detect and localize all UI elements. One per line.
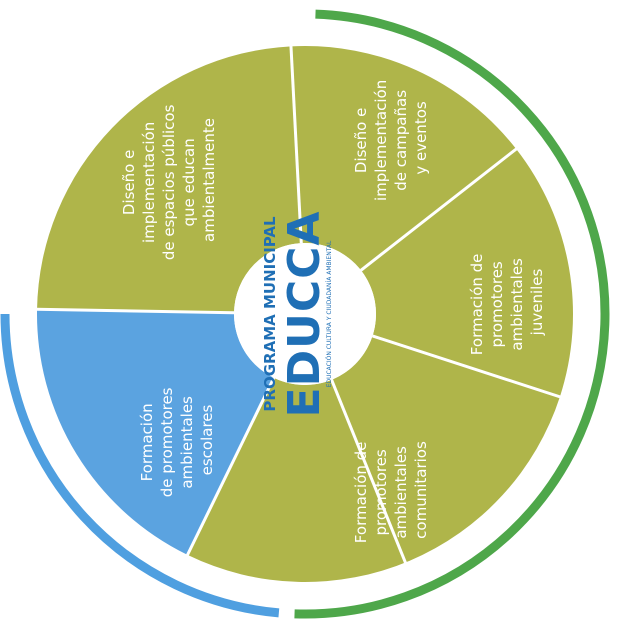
segment-espacios-publicos [37,46,302,313]
label-line: y eventos [412,101,430,175]
label-espacios-publicos: Diseño e implementación de espacios públ… [120,100,218,260]
segment-promotores-escolares [36,309,274,555]
label-line: de campañas [392,90,410,191]
label-line: ambientales [508,258,526,351]
divider-line [185,377,276,557]
divider-line [289,45,303,244]
divider-line [36,307,235,315]
label-line: de espacios públicos [160,104,178,260]
label-promotores-comunitarios: Formación de promotores ambientales comu… [352,437,430,543]
label-campanas-eventos: Diseño e implementación de campañas y ev… [352,75,430,201]
svg-text:Formación de promotore: Formación de promotores ambientales esco… [138,383,216,498]
outer-ring-green [294,9,610,619]
outer-ring-blue [0,313,280,618]
segment-campanas-eventos [290,46,517,271]
label-line: implementación [140,122,158,243]
svg-text:Formación de promotore: Formación de promotores ambientales comu… [352,437,430,543]
divider-line [360,147,518,272]
label-line: implementación [372,80,390,201]
logo-educca-wordmark: EDUCCA [279,211,330,418]
logo-program-label: PROGRAMA MUNICIPAL [261,216,279,412]
label-line: Formación de [352,442,370,544]
label-line: ambientales [392,446,410,539]
segment-dividers [36,45,562,564]
label-line: escolares [198,404,216,475]
svg-text:Diseño e implementació: Diseño e implementación de espacios públ… [120,100,218,260]
label-line: ambientales [178,396,196,489]
label-line: comunitarios [412,441,430,539]
svg-text:Diseño e implementació: Diseño e implementación de campañas y ev… [352,75,430,201]
label-promotores-escolares: Formación de promotores ambientales esco… [138,383,216,498]
label-line: Diseño e [352,108,370,173]
divider-line [372,334,562,399]
label-line: Diseño e [120,150,138,215]
label-line: Formación de [468,254,486,356]
svg-text:Formación de promotore: Formación de promotores ambientales juve… [468,249,546,355]
label-line: ambientalmente [200,118,218,242]
center-disc [234,243,376,385]
logo-tagline: EDUCACIÓN CULTURA Y CIUDADANÍA AMBIENTAL [326,240,333,387]
label-promotores-juveniles: Formación de promotores ambientales juve… [468,249,546,356]
label-line: que educan [180,138,198,226]
label-line: promotores [488,261,506,347]
label-line: juveniles [528,268,546,336]
wheel-segments [36,46,573,582]
label-line: Formación [138,403,156,481]
divider-line [330,379,408,564]
educca-logo: PROGRAMA MUNICIPAL EDUCCA EDUCACIÓN CULT… [261,211,333,418]
segment-promotores-comunitarios [187,335,560,582]
segment-promotores-juveniles [360,149,573,397]
label-line: de promotores [158,387,176,497]
label-line: promotores [372,449,390,535]
